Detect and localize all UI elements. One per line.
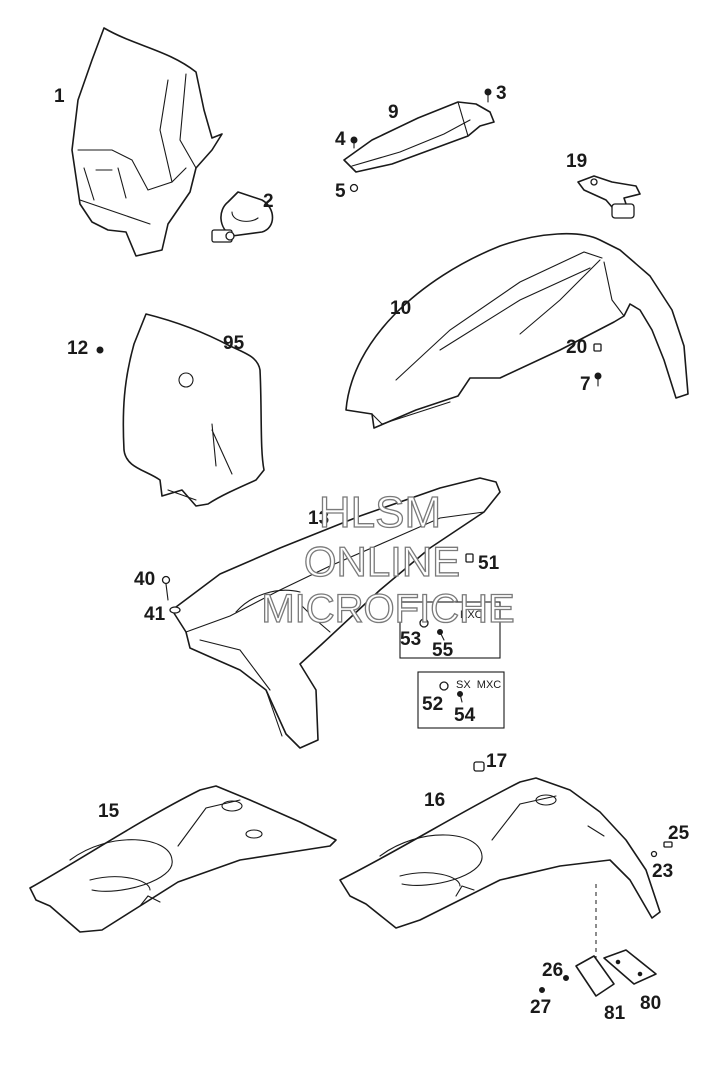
callout-41: 41	[144, 604, 166, 625]
washer-41	[169, 606, 181, 614]
callout-95: 95	[223, 333, 245, 354]
callout-7: 7	[580, 374, 591, 395]
sx-mxc-variant-box	[417, 671, 505, 729]
nut-5	[349, 183, 359, 193]
callout-20: 20	[566, 337, 587, 358]
callout-16: 16	[424, 790, 445, 811]
holder	[577, 175, 641, 219]
callout-15: 15	[98, 801, 120, 822]
headlight-mask	[71, 27, 223, 257]
headlight-clamp	[211, 191, 274, 243]
screw-3	[484, 88, 492, 103]
callout-3: 3	[496, 83, 507, 104]
callout-80: 80	[640, 993, 661, 1014]
front-fender	[345, 233, 689, 429]
watermark-hlsm: HLSM	[319, 488, 441, 537]
nut-27	[539, 987, 545, 993]
callout-51: 51	[478, 553, 500, 574]
callout-23: 23	[652, 861, 673, 882]
sx-mxc-label: SX MXC	[456, 679, 501, 691]
screw-51	[465, 553, 474, 563]
callout-54: 54	[454, 705, 476, 726]
mounting-plate-81	[575, 955, 615, 997]
rear-fender	[171, 477, 501, 749]
callout-52: 52	[422, 694, 443, 715]
watermark-online: ONLINE	[304, 538, 460, 585]
callout-26: 26	[542, 960, 563, 981]
callout-5: 5	[335, 181, 346, 202]
screw-26	[563, 975, 569, 981]
fastener-12	[96, 346, 104, 354]
callout-17: 17	[486, 751, 507, 772]
bracket	[343, 101, 495, 173]
exc-variant-box	[399, 601, 501, 659]
callout-81: 81	[604, 1003, 626, 1024]
callout-13: 13	[308, 508, 329, 529]
callout-10: 10	[390, 298, 411, 319]
fender-decal-15	[29, 785, 337, 933]
screw-7	[594, 372, 602, 387]
callout-12: 12	[67, 338, 88, 359]
callout-27: 27	[530, 997, 551, 1018]
callout-25: 25	[668, 823, 690, 844]
callout-2: 2	[263, 191, 274, 212]
exc-label: EXC	[460, 609, 483, 621]
callout-1: 1	[54, 86, 65, 107]
number-plate	[122, 313, 265, 507]
fender-decal-16	[339, 777, 661, 929]
callout-53: 53	[400, 629, 421, 650]
screw-25	[663, 841, 673, 848]
nut-20	[593, 343, 602, 352]
screw-40	[161, 575, 171, 601]
reflector-80	[603, 949, 657, 985]
callout-4: 4	[335, 129, 346, 150]
watermark-microfiche: MICROFICHE	[261, 587, 514, 631]
callout-40: 40	[134, 569, 155, 590]
callout-19: 19	[566, 151, 587, 172]
nut-23	[650, 850, 658, 858]
callout-9: 9	[388, 102, 399, 123]
callout-55: 55	[432, 640, 454, 661]
nut-17	[473, 761, 485, 772]
screw-4	[350, 136, 358, 149]
